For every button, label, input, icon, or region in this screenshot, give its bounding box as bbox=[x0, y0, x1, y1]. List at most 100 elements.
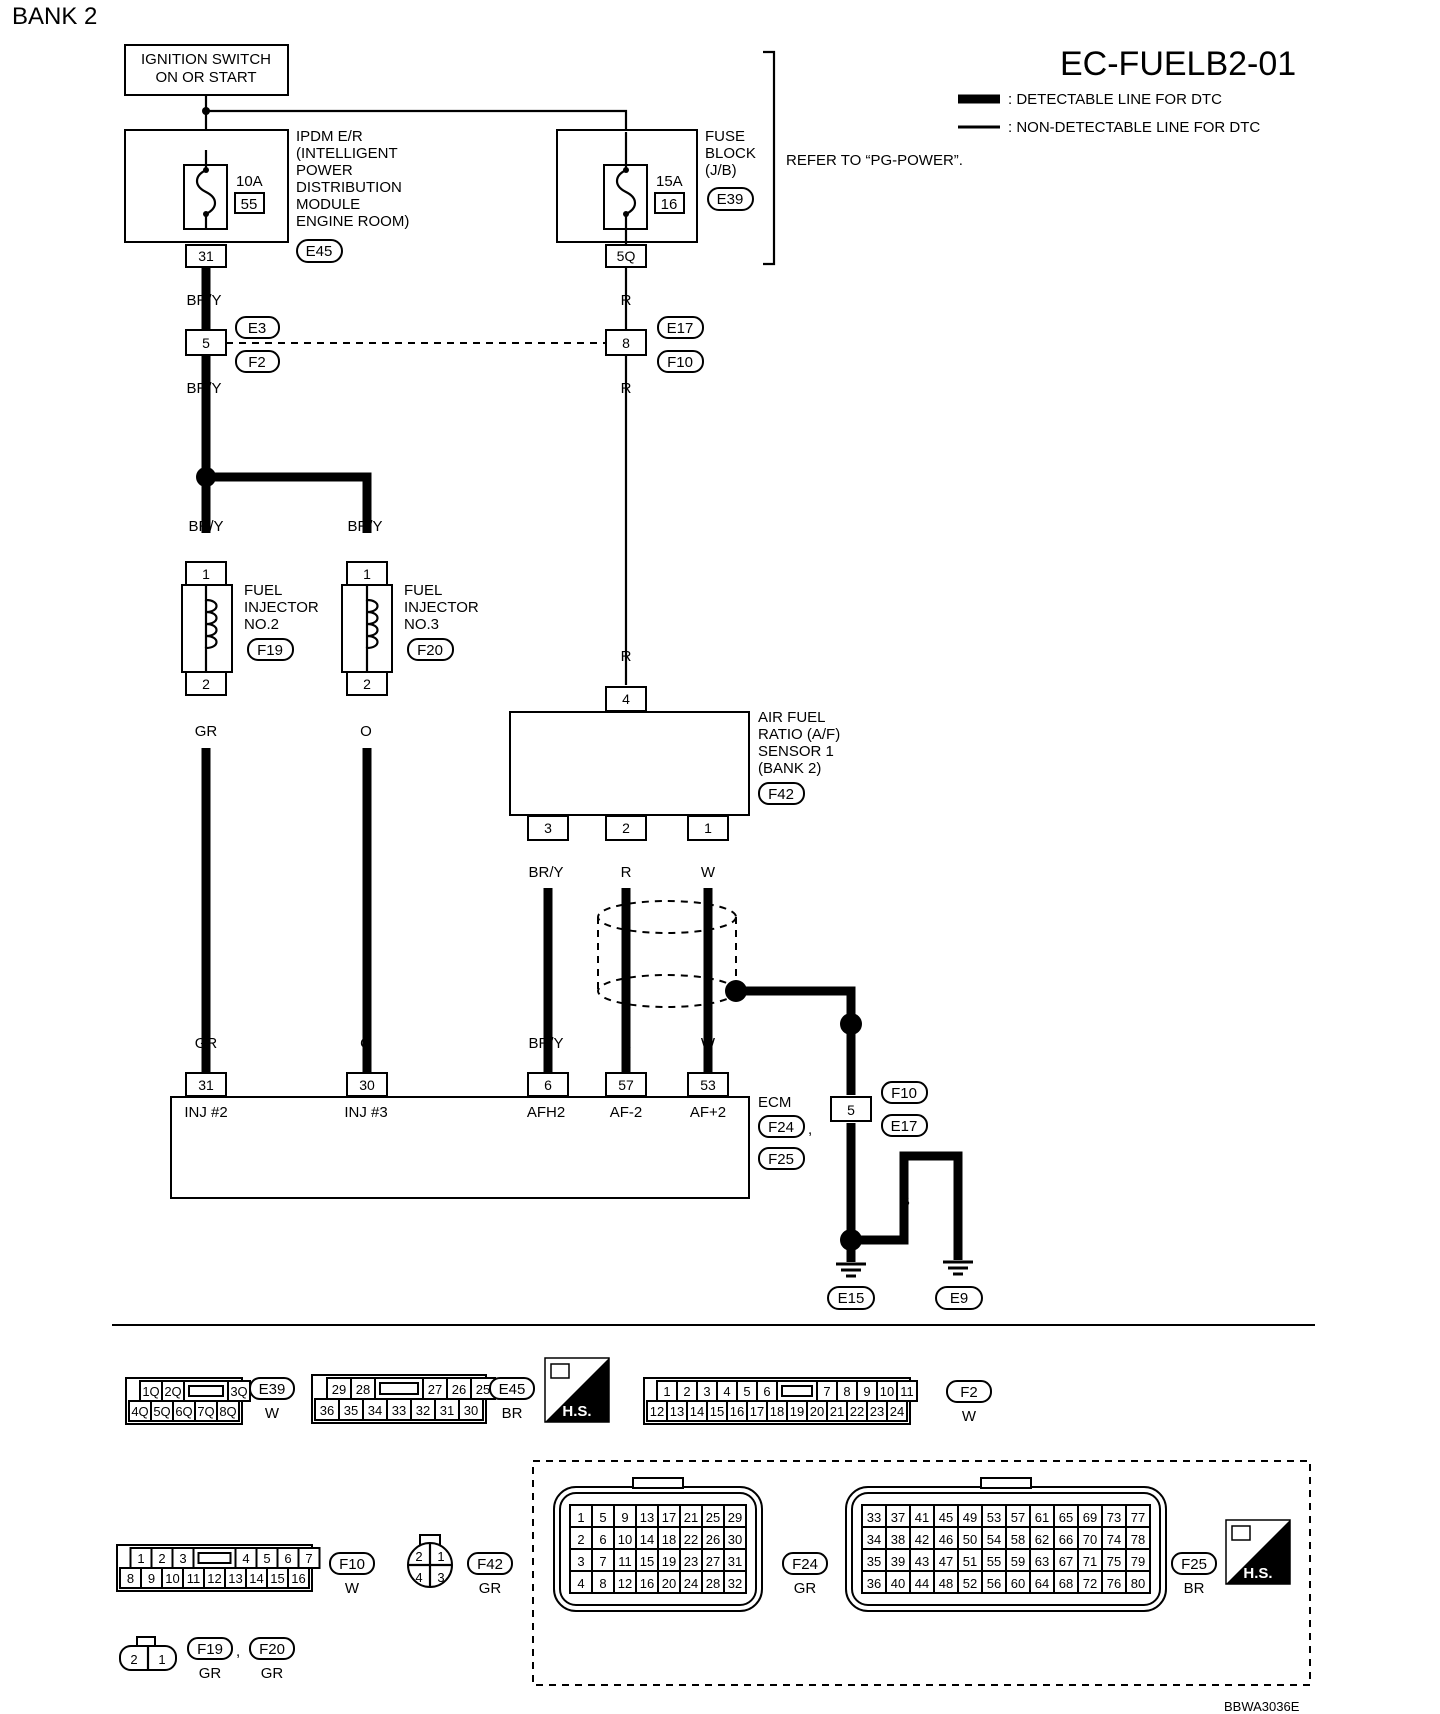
legend-detectable: : DETECTABLE LINE FOR DTC bbox=[1008, 91, 1222, 108]
connector-code: F10 bbox=[339, 1556, 365, 1573]
pin-64: 64 bbox=[1035, 1576, 1049, 1591]
svg-text:2: 2 bbox=[622, 820, 630, 836]
pin-1: 1 bbox=[663, 1384, 670, 1399]
injector-no3-connector: F20 bbox=[417, 642, 443, 659]
svg-text:31: 31 bbox=[198, 1077, 214, 1093]
connector-color: GR bbox=[261, 1665, 284, 1682]
pin-14: 14 bbox=[690, 1404, 704, 1419]
fuse-55 bbox=[183, 164, 228, 230]
pin-15: 15 bbox=[270, 1571, 284, 1586]
connector-color: W bbox=[962, 1408, 977, 1425]
pin-30: 30 bbox=[464, 1403, 478, 1418]
svg-text:INJ #3: INJ #3 bbox=[344, 1104, 387, 1121]
pin-14: 14 bbox=[249, 1571, 263, 1586]
pin-9: 9 bbox=[621, 1510, 628, 1525]
connector-color: BR bbox=[502, 1405, 523, 1422]
svg-text:POWER: POWER bbox=[296, 162, 353, 179]
pin-36: 36 bbox=[867, 1576, 881, 1591]
ground-e9: E9 bbox=[935, 1260, 983, 1310]
pin-6: 6 bbox=[599, 1532, 606, 1547]
svg-text:INJECTOR: INJECTOR bbox=[404, 599, 479, 616]
pin-29: 29 bbox=[332, 1382, 346, 1397]
svg-text:BR/Y: BR/Y bbox=[186, 380, 221, 397]
pin-42: 42 bbox=[915, 1532, 929, 1547]
ipdm-module: 10A 55 IPDM E/R (INTELLIGENT POWER DISTR… bbox=[124, 128, 409, 268]
pin-1Q: 1Q bbox=[142, 1384, 159, 1399]
ecm-pin-53: 53 bbox=[687, 1072, 729, 1097]
pin-8: 8 bbox=[843, 1384, 850, 1399]
svg-text:4: 4 bbox=[415, 1570, 422, 1585]
ground-e9-label: E9 bbox=[950, 1290, 968, 1307]
pin-7: 7 bbox=[599, 1554, 606, 1569]
pin-56: 56 bbox=[987, 1576, 1001, 1591]
ecm-title: ECM bbox=[758, 1094, 791, 1111]
ecm-pin-30: 30 bbox=[346, 1072, 388, 1097]
pin-31: 31 bbox=[728, 1554, 742, 1569]
pin-3: 3 bbox=[179, 1551, 186, 1566]
svg-text:BR/Y: BR/Y bbox=[188, 518, 223, 535]
svg-text:RATIO (A/F): RATIO (A/F) bbox=[758, 726, 840, 743]
pin-23: 23 bbox=[870, 1404, 884, 1419]
pin-15: 15 bbox=[710, 1404, 724, 1419]
pin-18: 18 bbox=[770, 1404, 784, 1419]
svg-text:E17: E17 bbox=[667, 320, 694, 337]
pin-5: 5 bbox=[599, 1510, 606, 1525]
pin-34: 34 bbox=[867, 1532, 881, 1547]
pin-10: 10 bbox=[880, 1384, 894, 1399]
pin-37: 37 bbox=[891, 1510, 905, 1525]
hs-label: H.S. bbox=[1243, 1565, 1272, 1582]
pin-63: 63 bbox=[1035, 1554, 1049, 1569]
shield bbox=[597, 900, 862, 1035]
connector-color: GR bbox=[479, 1580, 502, 1597]
svg-text:,: , bbox=[808, 1121, 812, 1138]
pin-17: 17 bbox=[662, 1510, 676, 1525]
pin-46: 46 bbox=[939, 1532, 953, 1547]
svg-text:SENSOR 1: SENSOR 1 bbox=[758, 743, 834, 760]
pin-19: 19 bbox=[790, 1404, 804, 1419]
svg-text:1: 1 bbox=[202, 566, 210, 582]
pin-4: 4 bbox=[723, 1384, 730, 1399]
fuse-block-connector: E39 bbox=[717, 191, 744, 208]
pin-2: 2 bbox=[683, 1384, 690, 1399]
svg-text:1: 1 bbox=[704, 820, 712, 836]
svg-text:B: B bbox=[900, 1193, 910, 1210]
pin-10: 10 bbox=[618, 1532, 632, 1547]
figure-code: BBWA3036E bbox=[1224, 1699, 1300, 1714]
pin-2: 2 bbox=[158, 1551, 165, 1566]
svg-text:1: 1 bbox=[437, 1549, 444, 1564]
pin-26: 26 bbox=[706, 1532, 720, 1547]
pin-43: 43 bbox=[915, 1554, 929, 1569]
svg-text:R: R bbox=[621, 292, 632, 309]
svg-text:B: B bbox=[846, 1060, 856, 1077]
diagram-id: EC-FUELB2-01 bbox=[1060, 45, 1296, 83]
svg-text:IPDM E/R: IPDM E/R bbox=[296, 128, 363, 145]
pin-48: 48 bbox=[939, 1576, 953, 1591]
pin-53: 53 bbox=[987, 1510, 1001, 1525]
pin-75: 75 bbox=[1107, 1554, 1121, 1569]
pin-66: 66 bbox=[1059, 1532, 1073, 1547]
legend-non-detectable: : NON-DETECTABLE LINE FOR DTC bbox=[1008, 119, 1260, 136]
ignition-line2: ON OR START bbox=[155, 69, 256, 86]
svg-text:GR: GR bbox=[195, 723, 218, 740]
svg-text:16: 16 bbox=[661, 196, 678, 213]
svg-text:O: O bbox=[360, 1035, 372, 1052]
svg-text:E3: E3 bbox=[248, 320, 266, 337]
pin-18: 18 bbox=[662, 1532, 676, 1547]
junction-e17-f10: 8 E17 F10 bbox=[605, 316, 704, 373]
pin-6: 6 bbox=[284, 1551, 291, 1566]
svg-text:B: B bbox=[846, 1193, 856, 1210]
svg-text:DISTRIBUTION: DISTRIBUTION bbox=[296, 179, 402, 196]
svg-text:2: 2 bbox=[363, 676, 371, 692]
hs-label: H.S. bbox=[562, 1403, 591, 1420]
pin-79: 79 bbox=[1131, 1554, 1145, 1569]
svg-text:MODULE: MODULE bbox=[296, 196, 360, 213]
pin-16: 16 bbox=[640, 1576, 654, 1591]
pin-5Q: 5Q bbox=[153, 1404, 170, 1419]
pin-13: 13 bbox=[228, 1571, 242, 1586]
pin-5: 5 bbox=[743, 1384, 750, 1399]
pin-4Q: 4Q bbox=[131, 1404, 148, 1419]
svg-text:BR/Y: BR/Y bbox=[347, 518, 382, 535]
pin-52: 52 bbox=[963, 1576, 977, 1591]
svg-text:R: R bbox=[621, 864, 632, 881]
